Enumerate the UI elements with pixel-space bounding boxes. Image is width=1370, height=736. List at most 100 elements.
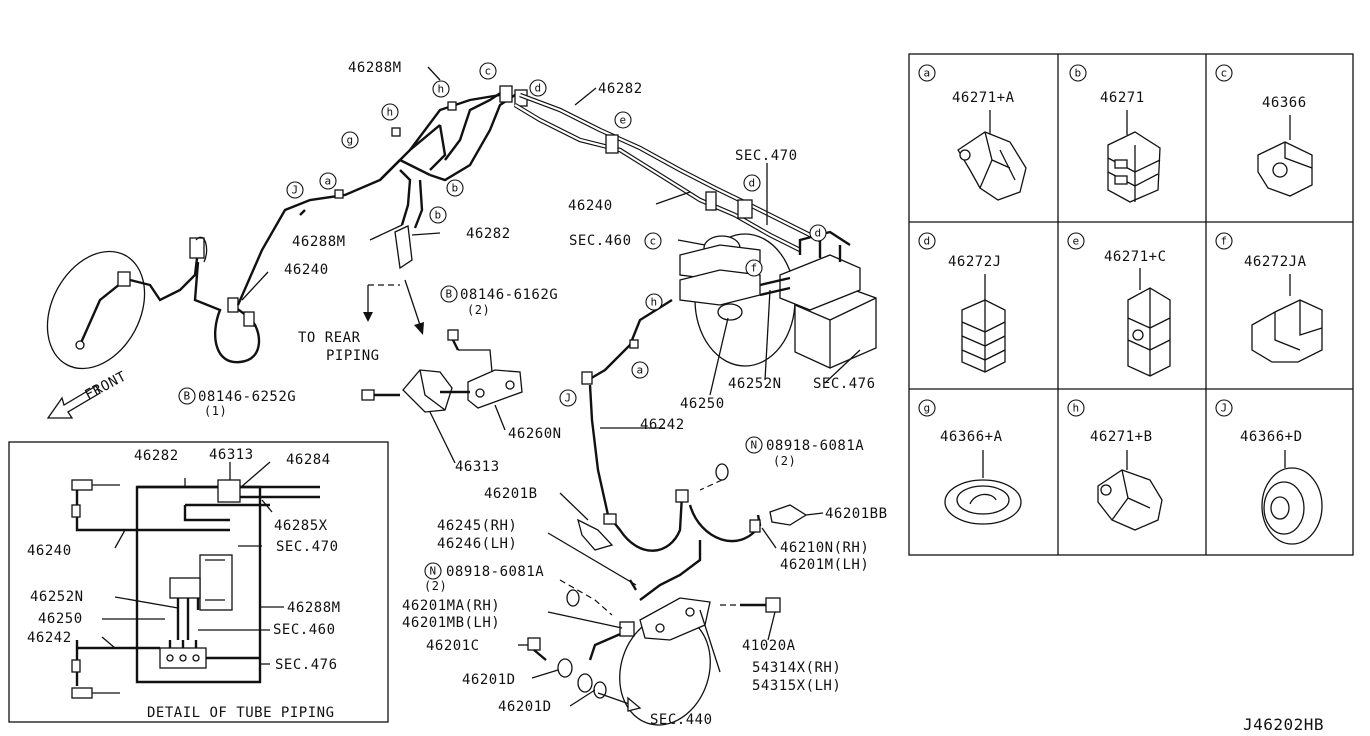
label-46288m-top: 46288M <box>348 60 402 76</box>
label-54314x-rh: 54314X(RH) <box>752 660 841 676</box>
route-letter-b: b <box>434 209 441 222</box>
diagram-code: J46202HB <box>1243 715 1324 734</box>
label-46210n-rh: 46210N(RH) <box>780 540 869 556</box>
clip-letter: f <box>1220 235 1227 248</box>
washer-46201d-b <box>577 673 593 693</box>
route-letter-c: c <box>484 65 491 78</box>
nut-symbol-n: N <box>429 565 436 578</box>
route-letter-c: c <box>649 235 656 248</box>
clip-cell-d: d 46272J <box>918 232 1006 373</box>
route-letter-d: d <box>748 177 755 190</box>
nut-symbol-n: N <box>750 439 757 452</box>
label-46201c: 46201C <box>426 638 480 654</box>
clip-46201b <box>577 518 614 551</box>
label-08146-6162g-qty: (2) <box>467 303 490 317</box>
route-letter-a: a <box>636 364 643 377</box>
label-46250: 46250 <box>680 396 725 412</box>
front-label: FRONT <box>82 368 129 403</box>
clip-46201bb <box>769 504 808 526</box>
label-46260n: 46260N <box>508 426 562 442</box>
label-46201ma-rh: 46201MA(RH) <box>402 598 500 614</box>
route-letter-a: a <box>324 175 331 188</box>
bolt-symbol-b: B <box>445 288 452 301</box>
clip-46366-a-icon <box>944 479 1022 525</box>
label-08146-6252g: 08146-6252G <box>198 389 296 405</box>
label-54315x-lh: 54315X(LH) <box>752 678 841 694</box>
label-sec440: SEC.440 <box>650 712 713 728</box>
clip-part-number: 46366 <box>1262 95 1307 111</box>
label-46246-lh: 46246(LH) <box>437 536 517 552</box>
detail-junction-46313 <box>217 479 241 503</box>
detail-label-sec460: SEC.460 <box>273 622 336 638</box>
route-letter-h: h <box>650 296 657 309</box>
detail-label-sec470: SEC.470 <box>276 539 339 555</box>
clip-letter: a <box>923 67 930 80</box>
detail-label-46284: 46284 <box>286 452 331 468</box>
route-letter-d: d <box>814 227 821 240</box>
clip-46271-icon <box>1107 131 1161 203</box>
label-08918-6081a-right-qty: (2) <box>773 454 796 468</box>
label-41020a: 41020A <box>742 638 796 654</box>
label-sec460: SEC.460 <box>569 233 632 249</box>
label-46282-top: 46282 <box>598 81 643 97</box>
clip-cell-f: f 46272JA <box>1215 232 1323 363</box>
bolt-46201c <box>527 637 547 661</box>
clip-part-number: 46271+A <box>952 90 1015 106</box>
detail-label-46313: 46313 <box>209 447 254 463</box>
clip-letter: c <box>1220 67 1227 80</box>
label-sec476: SEC.476 <box>813 376 876 392</box>
clip-46366-d-icon <box>1261 467 1323 545</box>
label-46201m-lh: 46201M(LH) <box>780 557 869 573</box>
washer-46201d-a <box>557 658 573 678</box>
route-letter-f: f <box>750 262 757 275</box>
detail-label-46282: 46282 <box>134 448 179 464</box>
clip-cell-j: J 46366+D <box>1215 399 1323 545</box>
bolt-symbol-b: B <box>183 390 190 403</box>
label-46201d-b: 46201D <box>498 699 552 715</box>
detail-label-46288m: 46288M <box>287 600 341 616</box>
clip-part-number: 46271+C <box>1104 249 1167 265</box>
route-letter-d: d <box>534 82 541 95</box>
label-46245-rh: 46245(RH) <box>437 518 517 534</box>
nut-08918-6081a-right <box>715 463 729 481</box>
main-piping <box>46 85 877 726</box>
label-to-rear-1: TO REAR <box>298 330 361 346</box>
route-letter-h: h <box>437 83 444 96</box>
clip-46271-b-icon <box>1097 469 1163 531</box>
label-46201d-a: 46201D <box>462 672 516 688</box>
nut-08918-6081a-left <box>566 589 580 607</box>
label-46201bb: 46201BB <box>825 506 888 522</box>
front-left-brake-disc <box>46 250 146 370</box>
bolt-08146-6162g <box>447 329 460 351</box>
leader-lines <box>241 66 861 707</box>
clip-cell-c: c 46366 <box>1215 64 1313 197</box>
clip-part-number: 46272JA <box>1244 254 1307 270</box>
junction-46313 <box>402 369 453 413</box>
detail-label-46240: 46240 <box>27 543 72 559</box>
detail-label-sec476: SEC.476 <box>275 657 338 673</box>
label-46282-mid: 46282 <box>466 226 511 242</box>
route-letter-b: b <box>451 182 458 195</box>
detail-label-46252n: 46252N <box>30 589 84 605</box>
route-letter-g: g <box>346 134 353 147</box>
clip-table: a 46271+A b 46271 c 4 <box>908 53 1354 556</box>
detail-label-46242: 46242 <box>27 630 72 646</box>
clip-46366-icon <box>1257 141 1313 197</box>
clip-table-border <box>908 53 1354 556</box>
label-46201b: 46201B <box>484 486 538 502</box>
clip-letter: h <box>1072 402 1079 415</box>
clip-part-number: 46271+B <box>1090 429 1153 445</box>
label-08918-6081a-right: 08918-6081A <box>766 438 864 454</box>
clip-46271-a-icon <box>957 131 1027 201</box>
label-08146-6252g-qty: (1) <box>204 404 227 418</box>
route-letter-j: J <box>564 392 571 405</box>
clip-cell-h: h 46271+B <box>1067 399 1163 531</box>
clip-part-number: 46366+D <box>1240 429 1303 445</box>
clip-letter: d <box>923 235 930 248</box>
route-letter-h: h <box>386 106 393 119</box>
label-sec470: SEC.470 <box>735 148 798 164</box>
label-46201mb-lh: 46201MB(LH) <box>402 615 500 631</box>
detail-label-46250: 46250 <box>38 611 83 627</box>
clip-part-number: 46271 <box>1100 90 1145 106</box>
detail-tube-piping-box: DETAIL OF TUBE PIPING <box>8 441 389 723</box>
